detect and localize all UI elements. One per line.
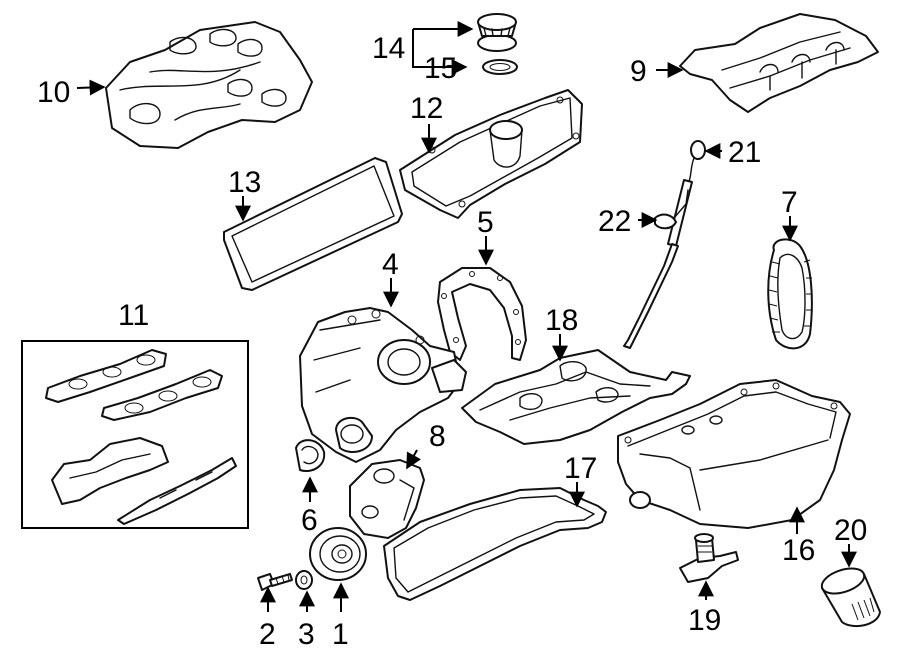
- lower-intake-manifold-part: [679, 13, 879, 113]
- callout-10: 10: [37, 76, 70, 109]
- callout-22: 22: [598, 205, 631, 238]
- oil-pump-part: [349, 459, 425, 539]
- callout-21: 21: [728, 136, 761, 169]
- oil-filler-cap-part: [477, 13, 517, 52]
- callout-14: 14: [372, 32, 405, 65]
- callout-2: 2: [259, 618, 276, 651]
- callout-20: 20: [834, 514, 867, 547]
- oil-pan-part: [617, 379, 851, 529]
- dipstick-tube-part: [623, 189, 689, 349]
- dipstick-part: [667, 140, 706, 247]
- upper-intake-manifold-part: [105, 21, 313, 149]
- valve-cover-gasket-part: [223, 157, 403, 291]
- callout-3: 3: [298, 618, 315, 651]
- timing-chain-part: [767, 238, 813, 350]
- callout-7: 7: [781, 186, 798, 219]
- callout-13: 13: [228, 166, 261, 199]
- cap-seal-part: [482, 59, 518, 75]
- oil-filter-part: [820, 567, 881, 628]
- valve-cover-part: [399, 89, 583, 219]
- washer-part: [295, 570, 313, 590]
- leader-lines: [76, 21, 857, 612]
- timing-cover-part: [299, 307, 467, 463]
- crankshaft-seal-part: [295, 439, 326, 472]
- crankshaft-pulley-part: [309, 527, 367, 581]
- callout-15: 15: [424, 52, 457, 85]
- bolt-part: [257, 573, 293, 591]
- callout-labels: 10 14 15 9 12 13 21 22 7 5 4 11 18 8 17 …: [37, 32, 867, 651]
- callout-5: 5: [477, 206, 494, 239]
- callout-16: 16: [782, 534, 815, 567]
- callout-8: 8: [429, 420, 446, 453]
- oil-level-sensor-part: [679, 533, 739, 583]
- callout-12: 12: [410, 92, 443, 125]
- callout-18: 18: [545, 304, 578, 337]
- callout-11: 11: [118, 299, 149, 332]
- callout-9: 9: [630, 55, 647, 88]
- callout-17: 17: [564, 452, 597, 485]
- callout-19: 19: [688, 604, 721, 637]
- callout-1: 1: [332, 618, 349, 651]
- callout-4: 4: [382, 248, 399, 281]
- callout-6: 6: [301, 504, 318, 537]
- oil-pan-gasket-part: [383, 487, 607, 601]
- timing-cover-gasket-part: [437, 267, 527, 361]
- intake-gasket-set-box: [21, 340, 249, 529]
